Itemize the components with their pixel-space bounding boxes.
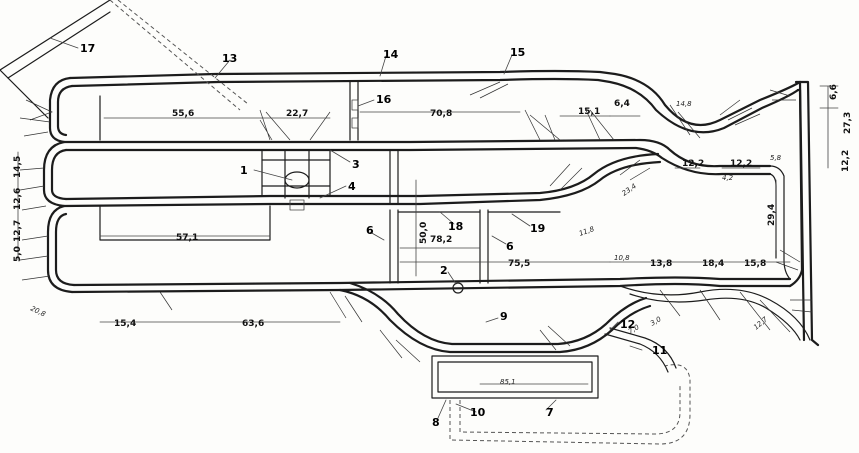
dim-6-6: 6,6 (829, 84, 839, 100)
dim-11-8: 11,8 (578, 225, 596, 238)
dim-29-4: 29,4 (767, 204, 777, 226)
dim-55-6: 55,6 (172, 109, 194, 119)
callout-2: 2 (440, 264, 448, 277)
callout-7: 7 (546, 406, 554, 419)
dim-12-2-right: 12,2 (841, 150, 851, 172)
dimension-lines (17, 37, 839, 419)
callout-19: 19 (530, 222, 545, 235)
main-track (42, 69, 820, 445)
callout-13: 13 (222, 52, 237, 65)
callout-3: 3 (352, 158, 360, 171)
dim-12-7: 12,7 (13, 220, 23, 242)
dim-85-1: 85,1 (500, 378, 516, 386)
dim-5-0: 5,0 (13, 246, 23, 262)
callout-10: 10 (470, 406, 486, 419)
dim-20-8: 20,8 (29, 305, 47, 319)
dim-5-8: 5,8 (770, 154, 782, 162)
callout-15: 15 (510, 46, 525, 59)
dim-57-1: 57,1 (176, 233, 198, 243)
callout-17: 17 (80, 42, 95, 55)
dim-75-5: 75,5 (508, 259, 530, 269)
dim-3-0: 3,0 (649, 315, 663, 328)
callout-12: 12 (620, 318, 635, 331)
dim-12-2-a: 12,2 (682, 159, 704, 169)
callout-labels: 17 13 14 15 16 3 1 4 18 19 6 6 2 9 12 11… (80, 42, 667, 429)
callout-9: 9 (500, 310, 508, 323)
callout-18: 18 (448, 220, 463, 233)
callout-6-right: 6 (506, 240, 514, 253)
dim-12-2-b: 12,2 (730, 159, 752, 169)
dim-50-0: 50,0 (419, 222, 429, 244)
dim-63-6: 63,6 (242, 319, 264, 329)
dim-4-2: 4,2 (722, 174, 734, 182)
dim-10-8: 10,8 (614, 254, 630, 262)
dim-27-3: 27,3 (843, 112, 853, 134)
callout-11: 11 (652, 344, 667, 357)
callout-6-left: 6 (366, 224, 374, 237)
dim-15-4: 15,4 (114, 319, 136, 329)
dim-78-2: 78,2 (430, 235, 452, 245)
dim-18-4: 18,4 (702, 259, 724, 269)
callout-8: 8 (432, 416, 440, 429)
dim-12-7-lower: 12,7 (752, 315, 770, 331)
callout-4: 4 (348, 180, 356, 193)
dim-14-5: 14,5 (13, 156, 23, 178)
dim-23-4: 23,4 (621, 182, 638, 197)
dim-15-1: 15,1 (578, 107, 600, 117)
bank-hatching (19, 81, 813, 363)
callout-16: 16 (376, 93, 392, 106)
dim-13-8: 13,8 (650, 259, 672, 269)
inner-structures (0, 0, 806, 342)
dim-22-7: 22,7 (286, 109, 308, 119)
dim-12-6: 12,6 (13, 188, 23, 210)
dim-15-8: 15,8 (744, 259, 766, 269)
dim-14-8: 14,8 (676, 100, 692, 108)
callout-1: 1 (240, 164, 248, 177)
dim-6-4: 6,4 (614, 99, 630, 109)
dim-70-8: 70,8 (430, 109, 452, 119)
callout-14: 14 (383, 48, 399, 61)
